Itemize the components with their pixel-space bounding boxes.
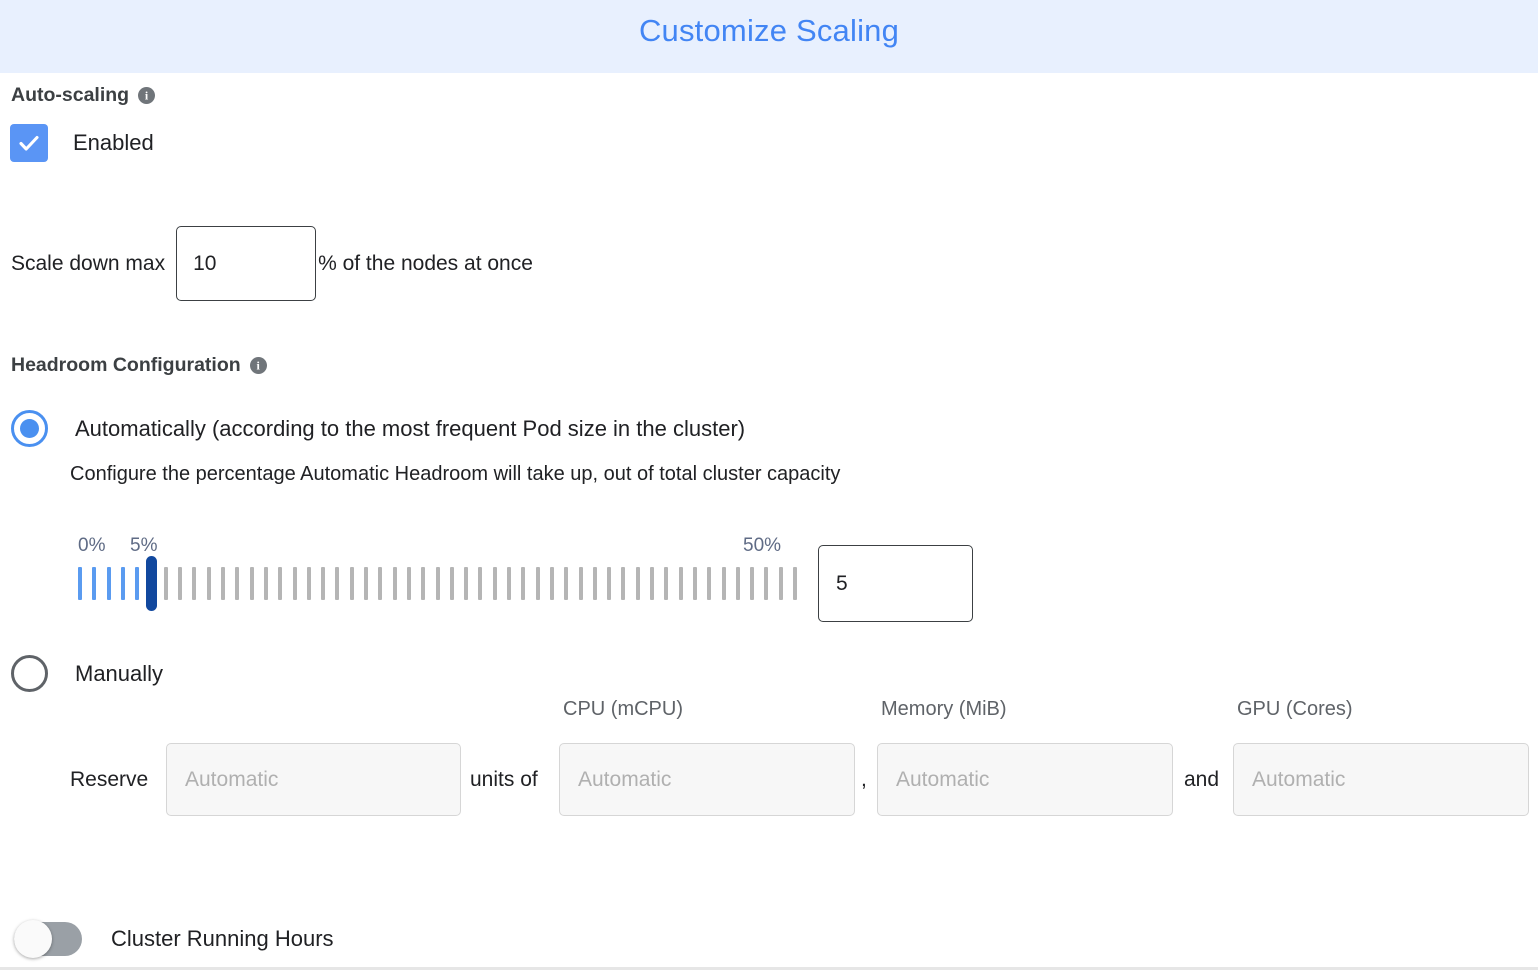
- cluster-running-hours-toggle[interactable]: [14, 920, 82, 958]
- slider-tick: [635, 567, 640, 600]
- headroom-percentage-input[interactable]: [818, 545, 973, 622]
- reserve-label: Reserve: [70, 768, 149, 791]
- slider-tick: [292, 567, 297, 600]
- comma-separator: ,: [861, 768, 867, 791]
- slider-tick: [421, 567, 426, 600]
- slider-tick: [392, 567, 397, 600]
- slider-track[interactable]: [78, 556, 808, 611]
- slider-tick: [721, 567, 726, 600]
- info-icon-glyph: i: [144, 88, 149, 102]
- slider-tick: [778, 567, 783, 600]
- slider-tick: [650, 567, 654, 600]
- units-of-label: units of: [470, 768, 538, 791]
- slider-tick: [249, 567, 254, 600]
- scale-down-max-label: Scale down max: [11, 251, 166, 275]
- slider-tick: [521, 567, 526, 600]
- headroom-option-manually[interactable]: Manually: [11, 655, 163, 692]
- scale-down-max-suffix: % of the nodes at once: [318, 251, 533, 275]
- slider-thumb[interactable]: [146, 556, 157, 611]
- slider-tick: [78, 567, 82, 600]
- radio-manually-label: Manually: [75, 660, 164, 686]
- info-icon[interactable]: i: [138, 87, 156, 104]
- gpu-input[interactable]: [1233, 743, 1529, 816]
- slider-tick: [535, 567, 540, 600]
- slider-tick: [92, 567, 97, 600]
- cpu-input[interactable]: [559, 743, 855, 816]
- cpu-field-header: CPU (mCPU): [563, 698, 683, 720]
- radio-automatic[interactable]: [11, 410, 48, 447]
- slider-tick: [793, 567, 797, 600]
- scale-down-max-input[interactable]: [176, 226, 317, 301]
- radio-automatic-label: Automatically (according to the most fre…: [75, 415, 746, 441]
- radio-manually[interactable]: [11, 655, 48, 692]
- slider-tick: [235, 567, 240, 600]
- cluster-running-hours-label: Cluster Running Hours: [111, 926, 334, 951]
- dialog-header: Customize Scaling: [0, 0, 1538, 73]
- autoscaling-heading-label: Auto-scaling: [11, 84, 130, 106]
- slider-tick: [406, 567, 411, 600]
- slider-value-label: 5%: [130, 535, 158, 556]
- slider-tick: [321, 567, 326, 600]
- slider-tick: [192, 567, 197, 600]
- slider-tick: [578, 567, 583, 600]
- slider-tick: [492, 567, 497, 600]
- gpu-field-header: GPU (Cores): [1237, 698, 1353, 720]
- slider-tick: [764, 567, 769, 600]
- slider-tick: [707, 567, 712, 600]
- slider-tick: [435, 567, 440, 600]
- slider-tick: [621, 567, 626, 600]
- headroom-option-automatic[interactable]: Automatically (according to the most fre…: [11, 410, 745, 447]
- slider-tick: [335, 567, 340, 600]
- slider-tick: [592, 567, 597, 600]
- headroom-percentage-slider[interactable]: 0% 5% 50%: [78, 535, 808, 611]
- slider-tick: [135, 567, 140, 600]
- slider-tick: [735, 567, 740, 600]
- info-icon-glyph: i: [256, 358, 260, 372]
- slider-tick: [378, 567, 383, 600]
- slider-tick: [664, 567, 669, 600]
- slider-tick: [278, 567, 283, 600]
- slider-tick: [564, 567, 569, 600]
- slider-max-label: 50%: [743, 535, 782, 556]
- slider-tick: [549, 567, 554, 600]
- slider-tick: [221, 567, 225, 600]
- autoscaling-enabled-checkbox[interactable]: [10, 124, 48, 162]
- slider-tick: [464, 567, 469, 600]
- slider-tick: [206, 567, 211, 600]
- slider-tick: [507, 567, 511, 600]
- slider-tick: [449, 567, 454, 600]
- and-label: and: [1184, 768, 1220, 791]
- slider-tick: [163, 567, 168, 600]
- cluster-running-hours-row[interactable]: Cluster Running Hours: [14, 920, 334, 958]
- slider-tick: [692, 567, 697, 600]
- slider-tick: [607, 567, 612, 600]
- slider-tick: [306, 567, 311, 600]
- slider-tick: [750, 567, 755, 600]
- autoscaling-heading: Auto-scaling i: [11, 84, 156, 107]
- slider-tick: [364, 567, 368, 600]
- headroom-configuration-heading: Headroom Configuration i: [11, 354, 267, 377]
- slider-tick: [106, 567, 111, 600]
- autoscaling-enabled-label: Enabled: [73, 130, 154, 155]
- memory-input[interactable]: [877, 743, 1173, 816]
- slider-tick: [178, 567, 183, 600]
- slider-tick: [349, 567, 354, 600]
- slider-min-label: 0%: [78, 535, 106, 556]
- info-icon[interactable]: i: [249, 357, 267, 374]
- page-title: Customize Scaling: [638, 13, 900, 48]
- slider-labels: 0% 5% 50%: [78, 535, 808, 563]
- reserve-units-input[interactable]: [166, 743, 461, 816]
- scale-down-max-row: Scale down max % of the nodes at once: [11, 226, 533, 301]
- slider-tick: [120, 567, 125, 600]
- headroom-heading-label: Headroom Configuration: [11, 354, 241, 376]
- memory-field-header: Memory (MiB): [881, 698, 1007, 720]
- toggle-knob: [14, 920, 52, 958]
- headroom-automatic-description: Configure the percentage Automatic Headr…: [70, 463, 841, 485]
- slider-tick: [678, 567, 683, 600]
- check-icon: [19, 135, 39, 151]
- autoscaling-enabled-row[interactable]: Enabled: [10, 124, 154, 162]
- slider-tick: [478, 567, 483, 600]
- bottom-divider: [0, 967, 1538, 970]
- slider-tick: [263, 567, 268, 600]
